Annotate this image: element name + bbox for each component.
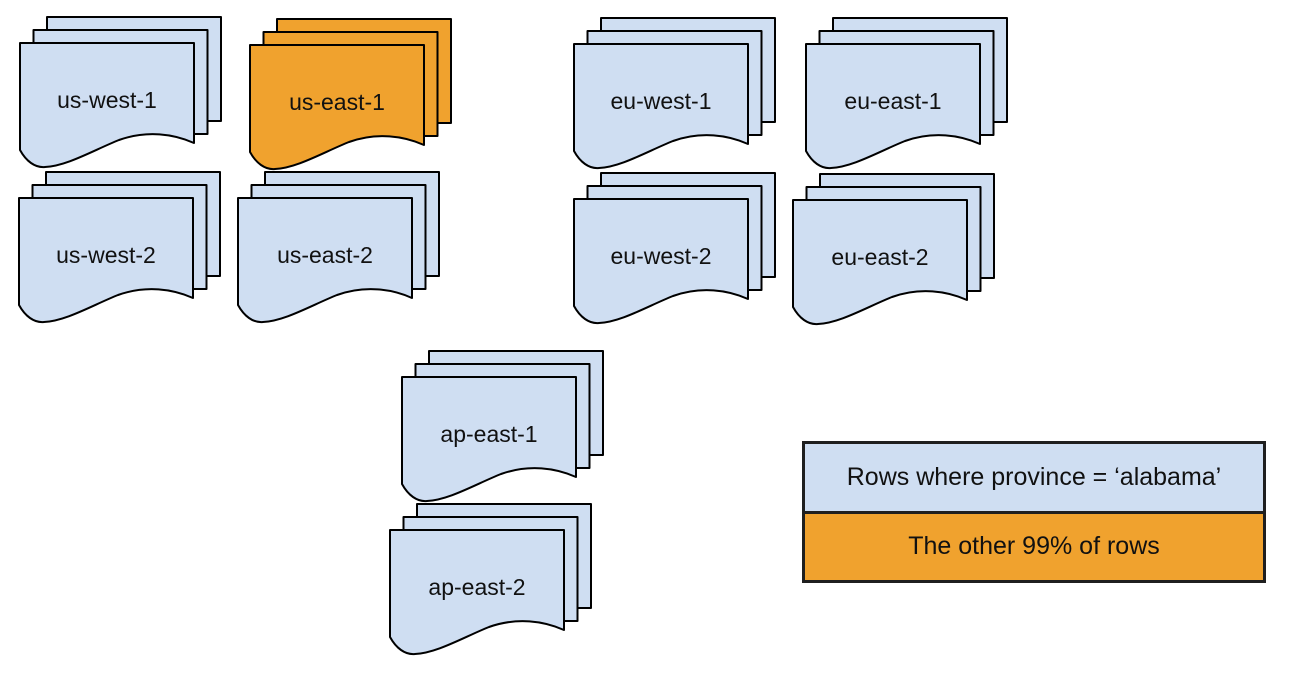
legend-label-other: The other 99% of rows xyxy=(908,532,1160,561)
stack-label: eu-east-1 xyxy=(844,88,942,114)
front-page-shape xyxy=(237,197,413,324)
document-stack-shape xyxy=(792,173,995,326)
document-stack-shape xyxy=(19,16,222,169)
document-stack-shape xyxy=(573,172,776,325)
front-page-shape xyxy=(792,199,968,326)
stack-label: us-west-1 xyxy=(57,87,157,113)
front-page-shape xyxy=(19,42,195,169)
front-page-shape xyxy=(249,44,425,171)
document-stack-shape xyxy=(18,171,221,324)
document-stack-shape xyxy=(237,171,440,324)
stack-label: us-east-2 xyxy=(277,242,373,268)
stack-eu-west-1: eu-west-1 xyxy=(573,17,777,171)
document-stack-shape xyxy=(249,18,452,171)
stack-eu-west-2: eu-west-2 xyxy=(573,172,777,326)
document-stack-shape xyxy=(401,350,604,503)
stack-label: us-west-2 xyxy=(56,242,156,268)
stack-eu-east-1: eu-east-1 xyxy=(805,17,1009,171)
legend: Rows where province = ‘alabama’ The othe… xyxy=(802,441,1266,583)
document-stack-shape xyxy=(389,503,592,656)
front-page-shape xyxy=(573,198,749,325)
stack-us-east-2: us-east-2 xyxy=(237,171,441,325)
stack-label: eu-west-2 xyxy=(610,243,712,269)
front-page-shape xyxy=(805,43,981,170)
front-page-shape xyxy=(573,43,749,170)
stack-us-west-2: us-west-2 xyxy=(18,171,222,325)
stack-label: ap-east-2 xyxy=(428,574,526,600)
stack-eu-east-2: eu-east-2 xyxy=(792,173,996,327)
stack-us-west-1: us-west-1 xyxy=(19,16,223,170)
front-page-shape xyxy=(389,529,565,656)
legend-row-alabama: Rows where province = ‘alabama’ xyxy=(805,444,1263,514)
legend-row-other: The other 99% of rows xyxy=(805,513,1263,580)
stack-ap-east-2: ap-east-2 xyxy=(389,503,593,657)
stack-label: us-east-1 xyxy=(289,89,385,115)
stack-label: eu-east-2 xyxy=(831,244,929,270)
document-stack-shape xyxy=(805,17,1008,170)
stack-ap-east-1: ap-east-1 xyxy=(401,350,605,504)
document-stack-shape xyxy=(573,17,776,170)
legend-label-alabama: Rows where province = ‘alabama’ xyxy=(846,462,1222,491)
stack-us-east-1: us-east-1 xyxy=(249,18,453,172)
front-page-shape xyxy=(18,197,194,324)
stack-label: eu-west-1 xyxy=(610,88,712,114)
front-page-shape xyxy=(401,376,577,503)
stack-label: ap-east-1 xyxy=(440,421,538,447)
